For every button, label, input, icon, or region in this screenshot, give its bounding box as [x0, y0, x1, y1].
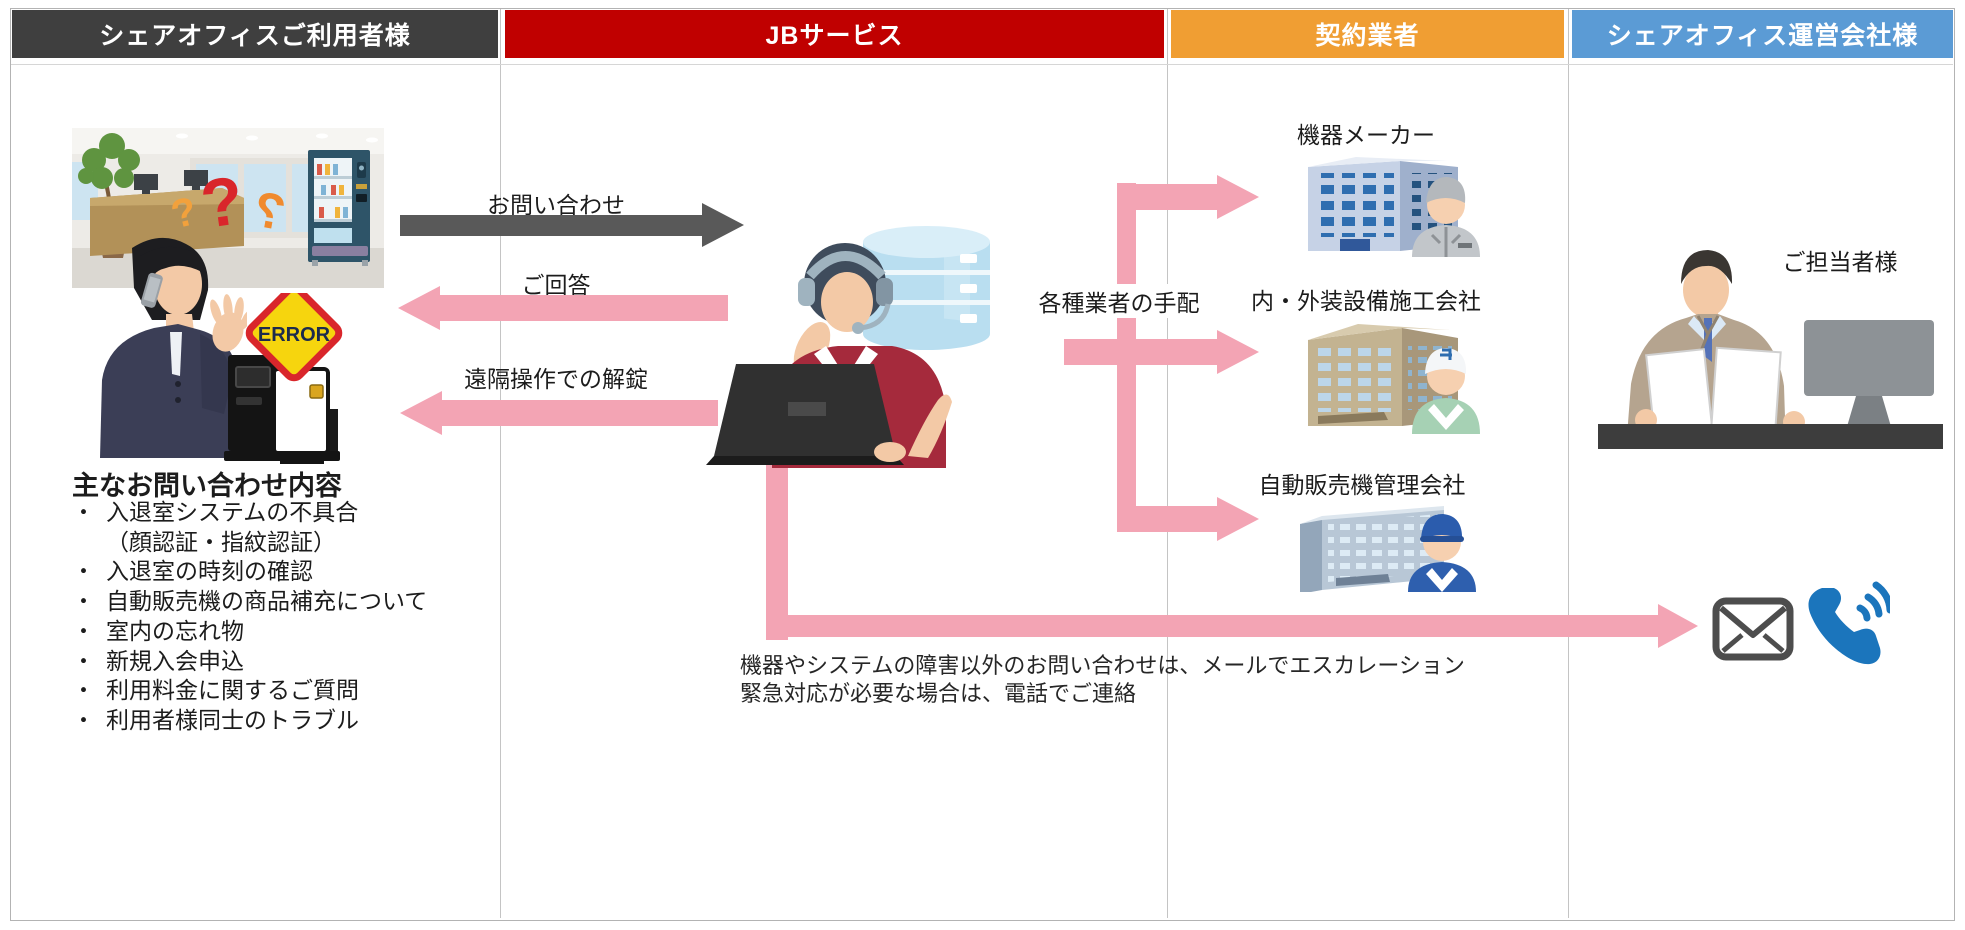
reply-arrow-shaft	[440, 295, 728, 321]
dispatch-arrow-shaft	[1064, 339, 1217, 365]
suited-man	[100, 237, 238, 458]
error-sign: ERROR	[245, 293, 343, 382]
lane-divider-3	[1568, 9, 1569, 918]
list-item: ・室内の忘れ物	[72, 617, 427, 647]
error-sign-label: ERROR	[258, 324, 331, 346]
access-control-device: ERROR	[224, 293, 343, 464]
service-worker-avatar	[1408, 514, 1476, 592]
bullet: ・	[72, 647, 95, 674]
lane-divider-2	[1167, 9, 1168, 918]
contact-person-label: ご担当者様	[1782, 249, 1898, 275]
dispatch-arrow-head	[1217, 497, 1259, 541]
lane-divider-1	[500, 9, 501, 918]
list-item-text: 入退室の時刻の確認	[106, 558, 313, 585]
equipment-maker-illustration	[1308, 157, 1480, 257]
raised-hand	[210, 294, 247, 352]
flow-label-remote-unlock: 遠隔操作での解錠	[464, 366, 648, 392]
lane-header-management-label: シェアオフィス運営会社様	[1606, 22, 1919, 50]
lane-header-management: シェアオフィス運営会社様	[1572, 10, 1953, 58]
office-scene-illustration: ? ? ?	[72, 128, 384, 288]
building-icon	[1300, 506, 1444, 592]
construction-company-illustration	[1308, 324, 1480, 434]
list-item-text: 室内の忘れ物	[106, 617, 244, 644]
jb-operator-illustration	[706, 226, 990, 468]
list-item-text: 利用者様同士のトラブル	[106, 706, 359, 733]
vendor-label-equipment-maker: 機器メーカー	[1297, 122, 1435, 148]
inquiry-list: ・入退室システムの不具合 （顔認証・指紋認証） ・入退室の時刻の確認 ・自動販売…	[72, 498, 427, 736]
escalation-arrow-head	[1658, 604, 1698, 648]
lane-header-vendors-label: 契約業者	[1315, 22, 1420, 50]
list-item: ・自動販売機の商品補充について	[72, 587, 427, 617]
monitor-icon	[1804, 320, 1934, 436]
list-item-text: 自動販売機の商品補充について	[106, 588, 428, 615]
phone-icon	[1808, 581, 1890, 665]
list-item: ・新規入会申込	[72, 647, 427, 677]
laptop-icon	[706, 364, 904, 465]
lane-header-jb-service-label: JBサービス	[765, 22, 904, 50]
list-item-text: （顔認証・指紋認証）	[106, 528, 336, 555]
list-item: ・入退室の時刻の確認	[72, 557, 427, 587]
flow-label-dispatch: 各種業者の手配	[1008, 284, 1230, 318]
operator-avatar	[706, 243, 952, 468]
escalation-note-line1: 機器やシステムの障害以外のお問い合わせは、メールでエスカレーション	[740, 653, 1465, 678]
list-item-continuation: （顔認証・指紋認証）	[72, 528, 427, 558]
bullet: ・	[72, 558, 95, 585]
vendor-label-vending-company: 自動販売機管理会社	[1258, 472, 1466, 498]
flow-label-reply: ご回答	[521, 272, 591, 298]
engineer-avatar	[1412, 348, 1480, 434]
dispatch-arrow-head	[1217, 175, 1259, 219]
inquiry-arrow-head	[702, 203, 744, 247]
vending-machine-company-illustration	[1300, 506, 1476, 592]
flow-label-inquiry: お問い合わせ	[487, 192, 625, 218]
dispatch-arrow-shaft	[1117, 506, 1217, 532]
reception-desk	[90, 170, 244, 256]
escalation-connector-vertical	[766, 464, 788, 640]
list-item-text: 入退室システムの不具合	[106, 499, 359, 525]
inquiry-arrow	[400, 203, 744, 247]
inquiry-arrow-shaft	[400, 214, 702, 236]
dispatch-arrow-construction	[1064, 327, 1259, 377]
escalation-arrow-shaft	[766, 615, 1658, 637]
remote-unlock-arrow-shaft	[442, 400, 718, 426]
list-item-text: 利用料金に関するご質問	[106, 677, 359, 704]
reply-arrow-head	[398, 286, 440, 330]
header-underline	[11, 64, 1953, 65]
vending-machine-icon	[308, 150, 370, 266]
dispatch-arrow-equipment-maker	[1117, 172, 1259, 222]
lane-header-jb-service: JBサービス	[505, 10, 1164, 58]
desk	[1598, 424, 1943, 449]
list-item: ・入退室システムの不具合	[72, 498, 427, 528]
desk-person-avatar	[1626, 250, 1805, 449]
list-item: ・利用者様同士のトラブル	[72, 706, 427, 736]
remote-unlock-arrow	[400, 391, 718, 435]
vendor-label-construction: 内・外装設備施工会社	[1251, 288, 1481, 314]
list-item-text: 新規入会申込	[106, 647, 244, 674]
dispatch-arrow-shaft	[1117, 184, 1217, 210]
headset-icon	[798, 251, 893, 334]
phone-icon	[140, 272, 163, 308]
mail-icon	[1712, 597, 1794, 661]
user-on-phone-avatar	[100, 237, 247, 458]
bullet: ・	[72, 677, 95, 704]
bullet: ・	[72, 706, 95, 733]
lane-header-users-label: シェアオフィスご利用者様	[99, 22, 411, 50]
bullet: ・	[72, 588, 95, 615]
remote-unlock-arrow-head	[400, 391, 442, 435]
list-item: ・利用料金に関するご質問	[72, 676, 427, 706]
escalation-arrow	[766, 604, 1698, 648]
bullet: ・	[72, 499, 95, 525]
lane-header-vendors: 契約業者	[1171, 10, 1564, 58]
bullet: ・	[72, 617, 95, 644]
lane-header-users: シェアオフィスご利用者様	[12, 10, 498, 58]
reply-arrow	[398, 286, 728, 330]
escalation-note-line2: 緊急対応が必要な場合は、電話でご連絡	[740, 681, 1137, 706]
dispatch-arrow-head	[1217, 330, 1259, 374]
inquiry-list-heading: 主なお問い合わせ内容	[72, 471, 342, 501]
dispatch-arrow-vending-company	[1117, 494, 1259, 544]
worker-avatar	[1412, 177, 1480, 257]
manager-at-desk-illustration	[1598, 250, 1943, 449]
